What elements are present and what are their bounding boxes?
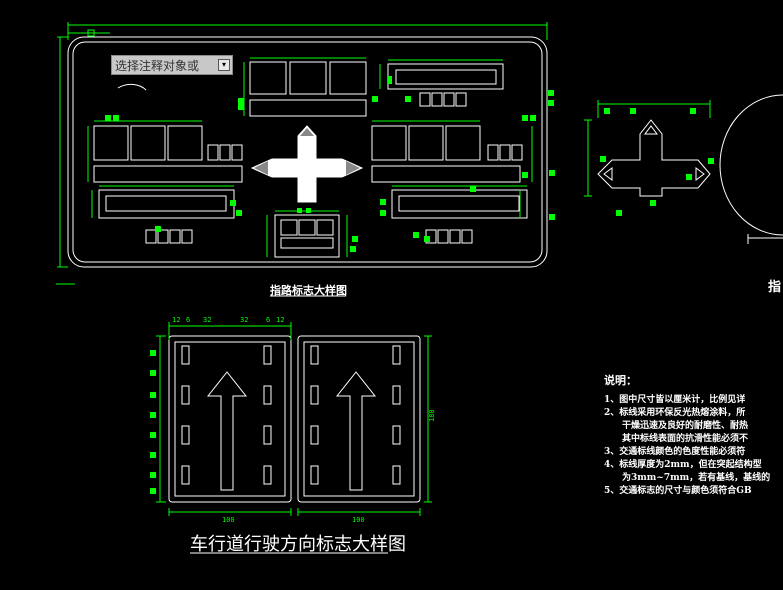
dim-sign-width: 100 [222,516,235,524]
notes-line: 其中标线表面的抗滑性能必须不 [604,434,749,444]
caption-right-detail-partial: 指 [768,280,782,295]
lane-sign-right-inner [303,341,415,497]
guide-sign-dimensions [56,22,548,285]
notes-line: 5、交通标志的尺寸与颜色须符合GB [604,486,752,496]
straight-arrow-right-sign [335,371,377,491]
notes-line: 为3mm~7mm，若有基线，基线的 [604,473,771,483]
guide-sign-drawing [67,36,548,268]
cross-sign-detail [597,119,711,197]
lane-sign-right-outer [297,335,421,503]
lane-sign-dimensions [156,322,432,516]
lane-sign-side-markers [150,350,156,494]
guide-sign-outer-border [67,36,548,268]
notes-line: 3、交通标线颜色的色度性能必须符 [604,447,746,457]
dim-top-32a: 32 [203,316,211,324]
lane-sign-left-inner [174,341,286,497]
notes-title: 说明： [604,374,637,387]
dim-sign-height: 180 [428,409,436,422]
notes-line: 干燥迅速及良好的耐磨性、耐热 [604,421,749,431]
dropdown-arrow-icon[interactable]: ▾ [218,59,230,71]
notes-line: 1、图中尺寸皆以厘米计，比例见详 [604,395,746,405]
dimension-markers [105,76,555,252]
dim-top-6b: 6 [266,316,270,324]
guide-sign-inner-border [72,41,543,263]
straight-arrow-left-sign [206,371,248,491]
lane-direction-signs [168,335,421,503]
caption-lane-direction-sign-detail: 车行道行驶方向标志大样图 [190,534,406,555]
tooltip-text: 选择注释对象或 [115,59,200,73]
notes-line: 2、标线采用环保反光热熔涂料，所 [604,408,746,418]
dim-top-12: 12 [172,316,180,324]
select-annotation-tooltip[interactable]: 选择注释对象或 ▾ [111,55,233,75]
curved-stroke-symbol [117,83,147,91]
dim-top-12b: 12 [276,316,284,324]
caption-guide-sign-detail: 指路标志大样图 [270,284,347,297]
guide-cross-arrows [250,125,364,203]
partial-circle-detail [719,94,783,236]
dim-top-32b: 32 [240,316,248,324]
notes-panel: 说明： 1、图中尺寸皆以厘米计，比例见详 2、标线采用环保反光热熔涂料，所 干燥… [604,372,783,498]
notes-line: 4、标线厚度为2mm，但在突起结构型 [604,460,762,470]
dim-sign-width-b: 100 [352,516,365,524]
cross-detail-markers [600,108,714,216]
lane-sign-left-outer [168,335,292,503]
cross-detail-dimensions [584,100,711,197]
dim-top-6: 6 [186,316,190,324]
